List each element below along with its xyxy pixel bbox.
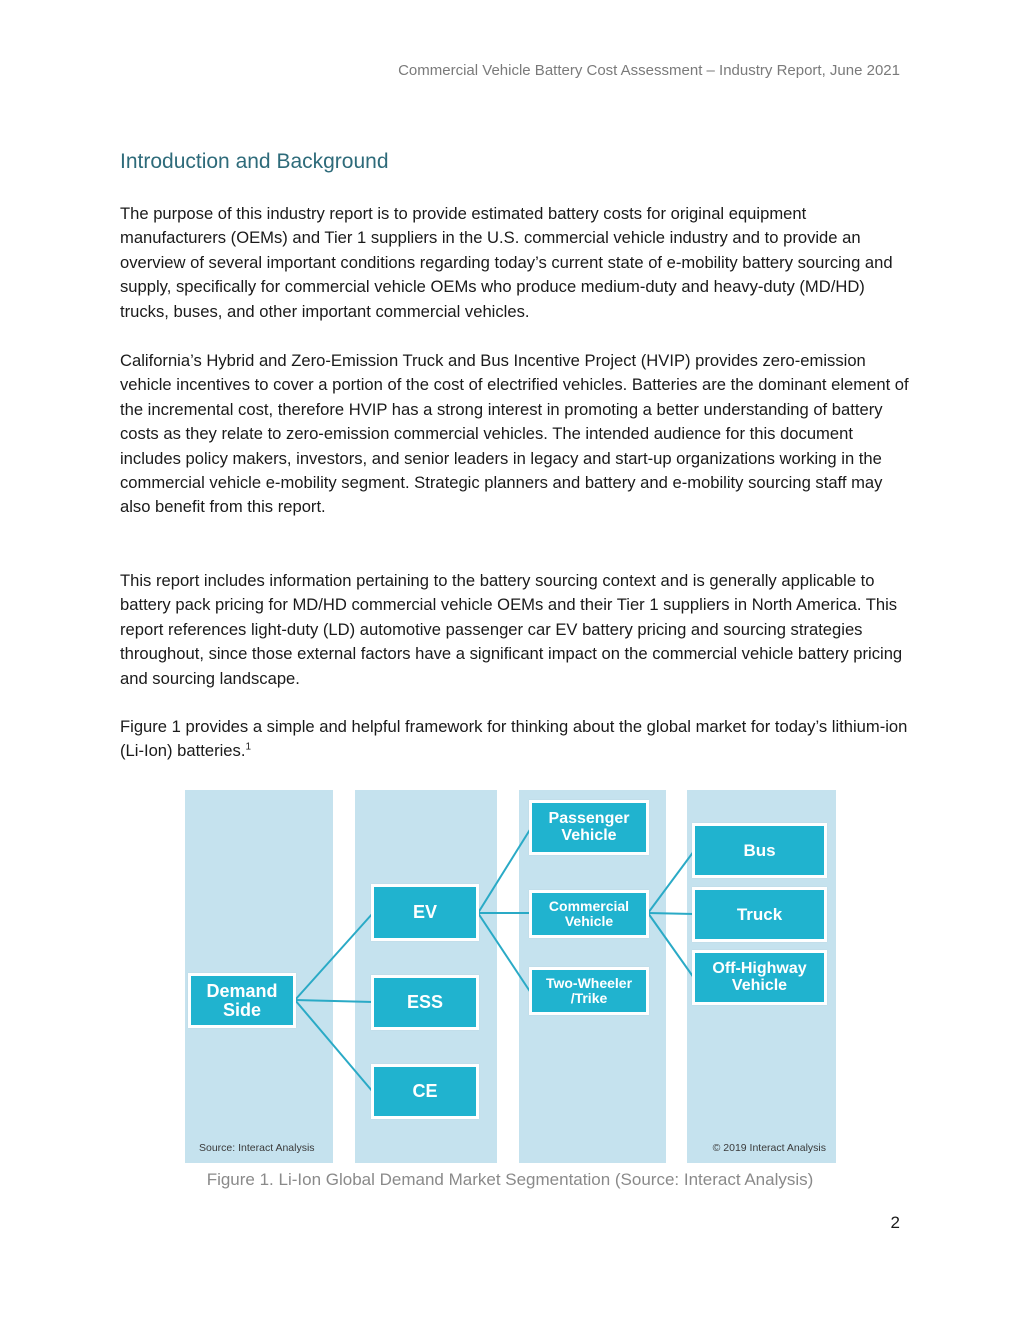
off-highway-vehicle-label-1: Off-Highway (712, 959, 807, 977)
passenger-vehicle-label-1: Passenger (548, 809, 630, 827)
two-wheeler-trike-node: Two-Wheeler/Trike (529, 967, 649, 1015)
page-number: 2 (890, 1213, 900, 1232)
footnote-ref[interactable]: 1 (245, 741, 251, 753)
connector-lines (294, 827, 695, 1093)
segmentation-diagram: Source: Interact Analysis © 2019 Interac… (185, 790, 836, 1163)
paragraph-figure-intro-text: Figure 1 provides a simple and helpful f… (120, 717, 908, 761)
section-heading: Introduction and Background (120, 150, 389, 173)
paragraph-purpose: The purpose of this industry report is t… (120, 204, 893, 321)
demand-side-label-1: Demand (206, 980, 278, 1001)
ev-node: EV (371, 884, 479, 941)
truck-label: Truck (736, 904, 783, 924)
bus-node: Bus (692, 823, 827, 878)
paragraph-hvip: California’s Hybrid and Zero-Emission Tr… (120, 351, 909, 517)
copyright-label: © 2019 Interact Analysis (712, 1142, 826, 1154)
demand-side-label-2: Side (222, 999, 261, 1020)
commercial-vehicle-label-1: Commercial (548, 898, 630, 915)
two-wheeler-trike-label-2: /Trike (570, 990, 608, 1006)
figure-caption: Figure 1. Li-Ion Global Demand Market Se… (206, 1170, 814, 1189)
source-label: Source: Interact Analysis (199, 1142, 315, 1154)
commercial-vehicle-label-2: Vehicle (564, 913, 614, 929)
paragraph-scope: This report includes information pertain… (120, 571, 903, 688)
ess-node: ESS (371, 975, 479, 1030)
running-header: Commercial Vehicle Battery Cost Assessme… (398, 62, 900, 79)
passenger-vehicle-label-2: Vehicle (561, 826, 617, 844)
truck-node: Truck (692, 887, 827, 942)
ce-label: CE (412, 1081, 438, 1102)
off-highway-vehicle-label-2: Vehicle (731, 976, 788, 994)
two-wheeler-trike-label-1: Two-Wheeler (545, 975, 633, 992)
ess-label: ESS (406, 992, 444, 1013)
paragraph-figure-intro: Figure 1 provides a simple and helpful f… (120, 715, 910, 764)
ce-node: CE (371, 1064, 479, 1119)
bus-label: Bus (743, 840, 776, 860)
ev-label: EV (412, 902, 437, 923)
